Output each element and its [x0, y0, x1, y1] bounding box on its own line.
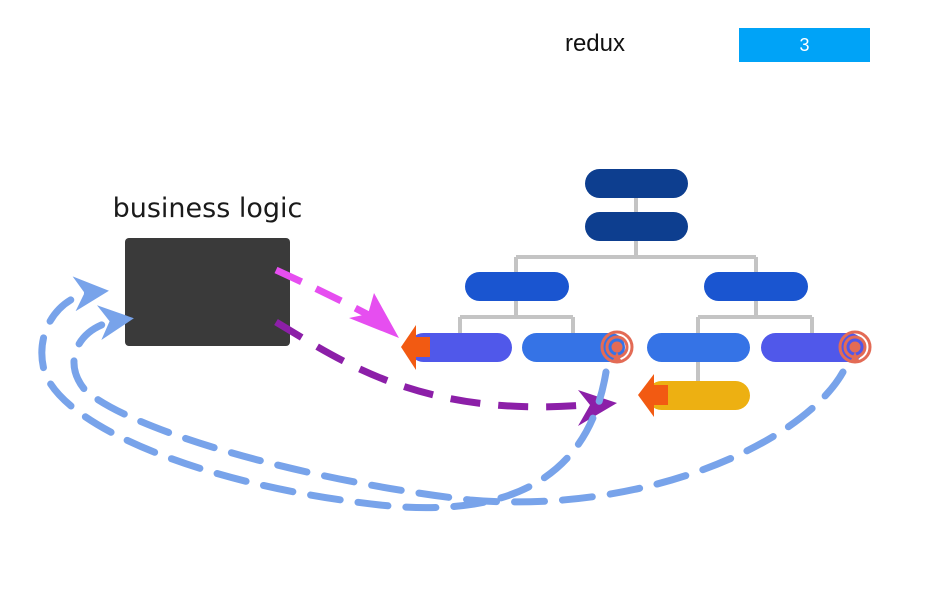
- leaf-node: [647, 381, 750, 410]
- level2-node-3: [647, 333, 750, 362]
- business-logic-label: business logic: [112, 193, 303, 224]
- root-node-bottom: [585, 212, 688, 241]
- level2-node-4: [761, 333, 864, 362]
- level1-node-left: [465, 272, 569, 301]
- level1-node-right: [704, 272, 808, 301]
- root-node-top: [585, 169, 688, 198]
- level2-node-2: [522, 333, 625, 362]
- broadcast-icon: [838, 330, 872, 364]
- page-number-badge: 3: [739, 28, 870, 62]
- state-update-arrow: [274, 318, 617, 426]
- broadcast-icon: [600, 330, 634, 364]
- speaker-icon: [401, 325, 430, 370]
- speaker-icon: [638, 374, 668, 417]
- subscribe-arrows: [38, 276, 847, 512]
- dispatch-arrow: [274, 266, 399, 338]
- level2-node-1: [409, 333, 512, 362]
- tree-connector-lines: [458, 197, 814, 381]
- page-title: redux: [564, 30, 626, 57]
- business-logic-box: [125, 238, 290, 346]
